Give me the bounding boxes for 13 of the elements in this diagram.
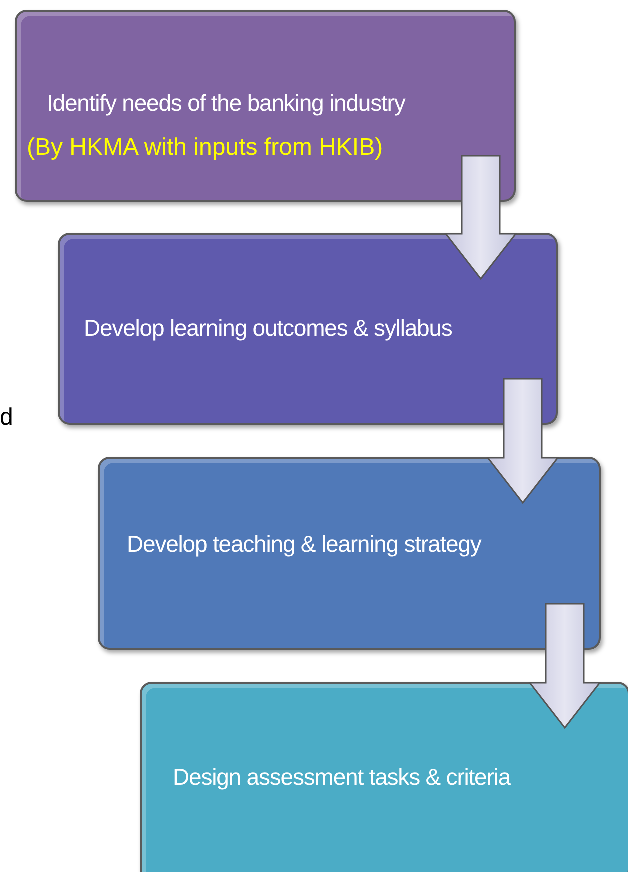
block-arrow <box>486 378 560 504</box>
step-text: Design assessment tasks & criteria <box>173 764 511 791</box>
process-box <box>15 10 516 202</box>
step-text: Develop learning outcomes & syllabus <box>84 315 452 342</box>
subtitle-text: (By HKMA with inputs from HKIB) <box>27 134 384 162</box>
block-arrow <box>444 155 518 280</box>
step-text: Develop teaching & learning strategy <box>127 531 482 558</box>
process-box <box>98 457 601 650</box>
process-box <box>58 233 558 425</box>
step-text: Identify needs of the banking industry <box>47 90 406 117</box>
block-arrow <box>528 603 602 730</box>
process-box <box>140 682 628 872</box>
text-fragment: d <box>0 404 14 432</box>
